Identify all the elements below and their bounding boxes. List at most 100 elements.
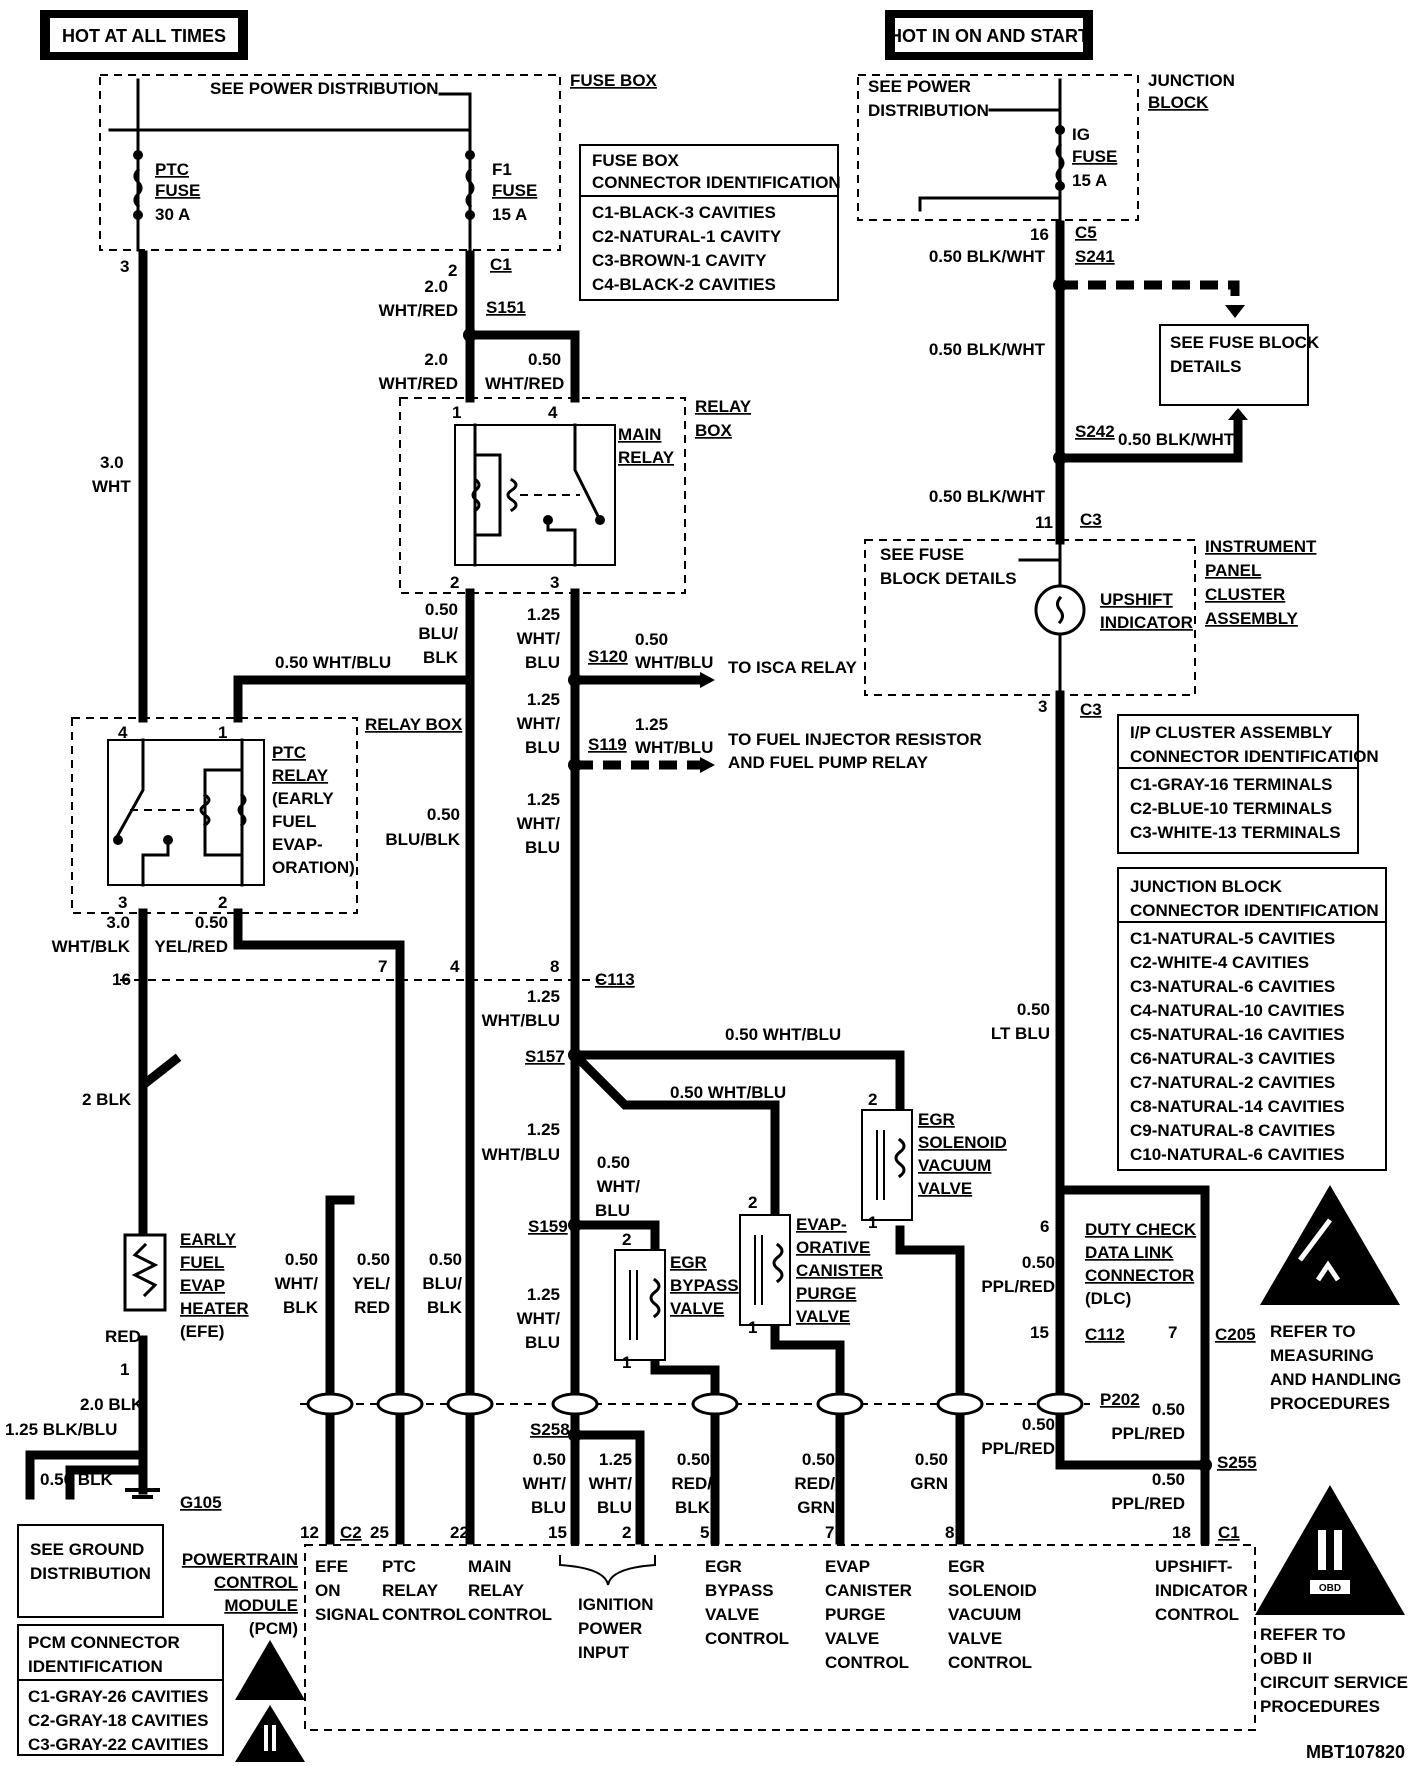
svg-text:8: 8 (945, 1523, 954, 1542)
svg-text:0.50 BLK/WHT: 0.50 BLK/WHT (929, 487, 1046, 506)
svg-text:WHT/BLU: WHT/BLU (482, 1145, 560, 1164)
svg-text:1.25: 1.25 (527, 1120, 560, 1139)
svg-text:IDENTIFICATION: IDENTIFICATION (28, 1657, 163, 1676)
svg-text:WHT/: WHT/ (517, 1309, 561, 1328)
svg-text:0.50 BLK/WHT: 0.50 BLK/WHT (1118, 430, 1235, 449)
svg-text:11: 11 (1035, 513, 1053, 532)
svg-text:SOLENOID: SOLENOID (918, 1133, 1007, 1152)
svg-text:BLU: BLU (525, 653, 560, 672)
wire-egr-solenoid-feed (570, 1050, 905, 1115)
svg-text:SEE FUSE: SEE FUSE (880, 545, 964, 564)
svg-text:2: 2 (450, 573, 459, 592)
svg-text:3.0: 3.0 (100, 453, 124, 472)
svg-text:2: 2 (622, 1523, 631, 1542)
svg-text:VACUUM: VACUUM (948, 1605, 1021, 1624)
svg-text:8: 8 (550, 957, 559, 976)
svg-text:PURGE: PURGE (796, 1284, 856, 1303)
svg-text:VACUUM: VACUUM (918, 1156, 991, 1175)
svg-text:C3-WHITE-13 TERMINALS: C3-WHITE-13 TERMINALS (1130, 823, 1341, 842)
ground-distribution-box: SEE GROUND DISTRIBUTION (17, 1524, 164, 1618)
svg-text:REFER TO: REFER TO (1260, 1625, 1346, 1644)
svg-text:IGNITION: IGNITION (578, 1595, 654, 1614)
wire-yel-red (233, 908, 405, 1405)
svg-text:AND HANDLING: AND HANDLING (1270, 1370, 1401, 1389)
svg-text:DISTRIBUTION: DISTRIBUTION (30, 1564, 151, 1583)
svg-text:C3-BROWN-1 CAVITY: C3-BROWN-1 CAVITY (592, 251, 767, 270)
svg-text:1: 1 (120, 1360, 129, 1379)
svg-text:2.0 BLK: 2.0 BLK (80, 1395, 144, 1414)
svg-text:0.50 BLK: 0.50 BLK (40, 1470, 113, 1489)
svg-text:IG: IG (1072, 125, 1090, 144)
svg-text:MAIN: MAIN (468, 1557, 511, 1576)
header-hot-at-all-times: HOT AT ALL TIMES (40, 10, 248, 60)
svg-text:RELAY: RELAY (468, 1581, 525, 1600)
svg-text:P202: P202 (1100, 1390, 1140, 1409)
svg-text:CONTROL: CONTROL (382, 1605, 466, 1624)
svg-text:S119: S119 (588, 735, 627, 754)
wire-egr-bypass-feed (570, 1220, 660, 1255)
svg-text:FUSE BOX: FUSE BOX (570, 71, 658, 90)
svg-text:0.50: 0.50 (533, 1450, 566, 1469)
svg-text:BLK: BLK (283, 1298, 319, 1317)
svg-text:VALVE: VALVE (705, 1605, 759, 1624)
svg-text:MEASURING: MEASURING (1270, 1346, 1374, 1365)
svg-text:C1-GRAY-16 TERMINALS: C1-GRAY-16 TERMINALS (1130, 775, 1332, 794)
svg-text:1.25: 1.25 (527, 690, 560, 709)
svg-text:C8-NATURAL-14 CAVITIES: C8-NATURAL-14 CAVITIES (1130, 1097, 1345, 1116)
svg-text:2: 2 (748, 1193, 757, 1212)
svg-text:7: 7 (825, 1523, 834, 1542)
svg-text:1.25: 1.25 (527, 987, 560, 1006)
svg-text:1: 1 (452, 403, 461, 422)
svg-text:YEL/RED: YEL/RED (154, 937, 228, 956)
svg-text:C112: C112 (1085, 1325, 1125, 1344)
svg-text:C1: C1 (490, 255, 512, 274)
svg-text:15: 15 (1030, 1323, 1049, 1342)
svg-text:0.50: 0.50 (1152, 1400, 1185, 1419)
svg-text:BLK: BLK (423, 648, 459, 667)
svg-text:BOX: BOX (695, 421, 733, 440)
svg-text:EGR: EGR (918, 1110, 955, 1129)
svg-text:C3-NATURAL-6 CAVITIES: C3-NATURAL-6 CAVITIES (1130, 977, 1335, 996)
svg-text:(EARLY: (EARLY (272, 789, 334, 808)
svg-text:EGR: EGR (948, 1557, 985, 1576)
svg-text:BLOCK: BLOCK (1148, 93, 1209, 112)
refer-measuring: REFER TO MEASURING AND HANDLING PROCEDUR… (1270, 1322, 1401, 1413)
fuse-box-id-table: FUSE BOX CONNECTOR IDENTIFICATION C1-BLA… (579, 144, 841, 301)
svg-text:S255: S255 (1217, 1453, 1257, 1472)
svg-text:WHT/BLU: WHT/BLU (635, 653, 713, 672)
svg-text:25: 25 (370, 1523, 389, 1542)
pin-numbers: 3 2 1 4 2 3 4 1 3 2 16 7 4 8 16 11 3 6 1… (112, 225, 1191, 1542)
egr-solenoid-vacuum-valve: EGR SOLENOID VACUUM VALVE (861, 1109, 1007, 1221)
svg-text:C1: C1 (1218, 1523, 1240, 1542)
svg-text:CONTROL: CONTROL (468, 1605, 552, 1624)
svg-text:3.0: 3.0 (106, 913, 130, 932)
svg-text:2: 2 (448, 261, 457, 280)
svg-text:0.50: 0.50 (677, 1450, 710, 1469)
svg-text:PPL/RED: PPL/RED (981, 1277, 1055, 1296)
svg-text:CONTROL: CONTROL (825, 1653, 909, 1672)
svg-text:S151: S151 (486, 298, 526, 317)
svg-text:WHT/: WHT/ (523, 1474, 567, 1493)
svg-text:S159: S159 (528, 1217, 568, 1236)
svg-text:(EFE): (EFE) (180, 1322, 224, 1341)
svg-text:2: 2 (218, 893, 227, 912)
svg-text:CIRCUIT SERVICE: CIRCUIT SERVICE (1260, 1673, 1408, 1692)
svg-text:FUSE: FUSE (492, 181, 537, 200)
svg-text:C1-NATURAL-5 CAVITIES: C1-NATURAL-5 CAVITIES (1130, 929, 1335, 948)
svg-text:HOT IN ON AND START: HOT IN ON AND START (889, 26, 1089, 46)
ptc-relay: RELAY BOX PTC RELAY (EARLY FUEL EVAP- OR… (71, 715, 463, 914)
svg-text:VALVE: VALVE (948, 1629, 1002, 1648)
pcm-id-table: PCM CONNECTOR IDENTIFICATION C1-GRAY-26 … (17, 1624, 224, 1756)
svg-text:2.0: 2.0 (424, 350, 448, 369)
wire-blu-blk (233, 588, 475, 1405)
svg-text:0.50 WHT/BLU: 0.50 WHT/BLU (670, 1083, 786, 1102)
svg-text:CANISTER: CANISTER (825, 1581, 912, 1600)
svg-text:2.0: 2.0 (424, 277, 448, 296)
svg-text:G105: G105 (180, 1493, 222, 1512)
svg-text:2 BLK: 2 BLK (82, 1090, 132, 1109)
svg-text:BLOCK DETAILS: BLOCK DETAILS (880, 569, 1017, 588)
svg-text:INDICATOR: INDICATOR (1155, 1581, 1248, 1600)
svg-text:WHT/: WHT/ (517, 814, 561, 833)
svg-text:FUSE: FUSE (1072, 147, 1117, 166)
svg-text:INDICATOR: INDICATOR (1100, 613, 1193, 632)
